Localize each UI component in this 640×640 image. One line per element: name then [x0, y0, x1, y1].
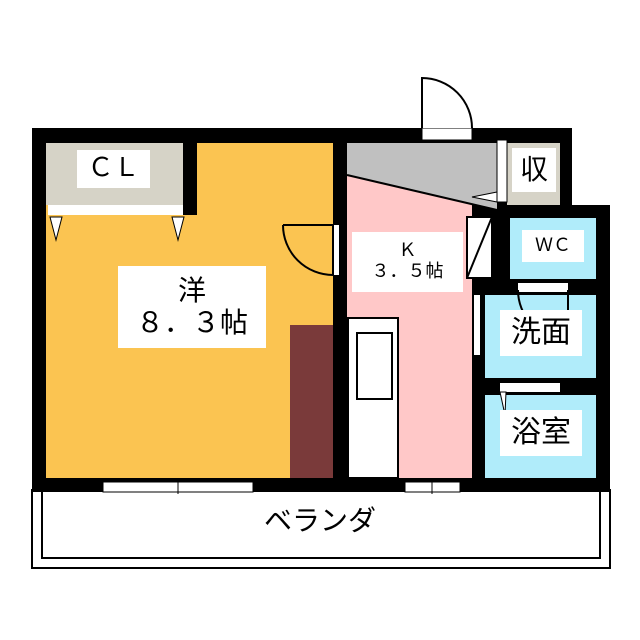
window-western[interactable]	[102, 480, 254, 494]
kitchen-size: ３．５帖	[371, 261, 444, 282]
storage-label: 収	[512, 148, 556, 192]
window-kitchen[interactable]	[404, 480, 461, 494]
western-room-name: 洋	[177, 273, 206, 307]
kitchen-name: Ｋ	[398, 240, 417, 262]
wc-label: ＷＣ	[522, 230, 584, 262]
front-door-opening[interactable]	[421, 127, 473, 141]
western-door-swing	[282, 224, 334, 277]
bathroom-label: 浴室	[500, 410, 582, 456]
wc-door[interactable]	[518, 283, 568, 292]
bathroom-door[interactable]	[500, 383, 560, 392]
entrance-floor	[347, 143, 497, 210]
western-room-label: 洋 ８．３帖	[118, 266, 266, 348]
closet-wall	[183, 143, 197, 215]
balcony-label: ベランダ	[263, 503, 376, 537]
washroom-label: 洗面	[500, 310, 582, 356]
washroom-door[interactable]	[474, 295, 480, 355]
built-in-cabinet	[290, 325, 333, 478]
front-door-swing	[421, 76, 473, 129]
western-room-size: ８．３帖	[135, 306, 248, 339]
closet-door-marker	[171, 216, 185, 242]
storage-door[interactable]	[496, 139, 508, 203]
bathroom-door-marker	[499, 391, 507, 416]
sink	[356, 332, 393, 400]
closet-label: ＣＬ	[77, 150, 150, 188]
kitchen-label: Ｋ ３．５帖	[352, 232, 463, 292]
refrigerator-space	[466, 216, 493, 279]
western-door-opening[interactable]	[333, 225, 339, 275]
closet-door-marker	[49, 216, 63, 242]
closet-door[interactable]	[48, 205, 183, 215]
storage-door-marker	[471, 191, 498, 203]
